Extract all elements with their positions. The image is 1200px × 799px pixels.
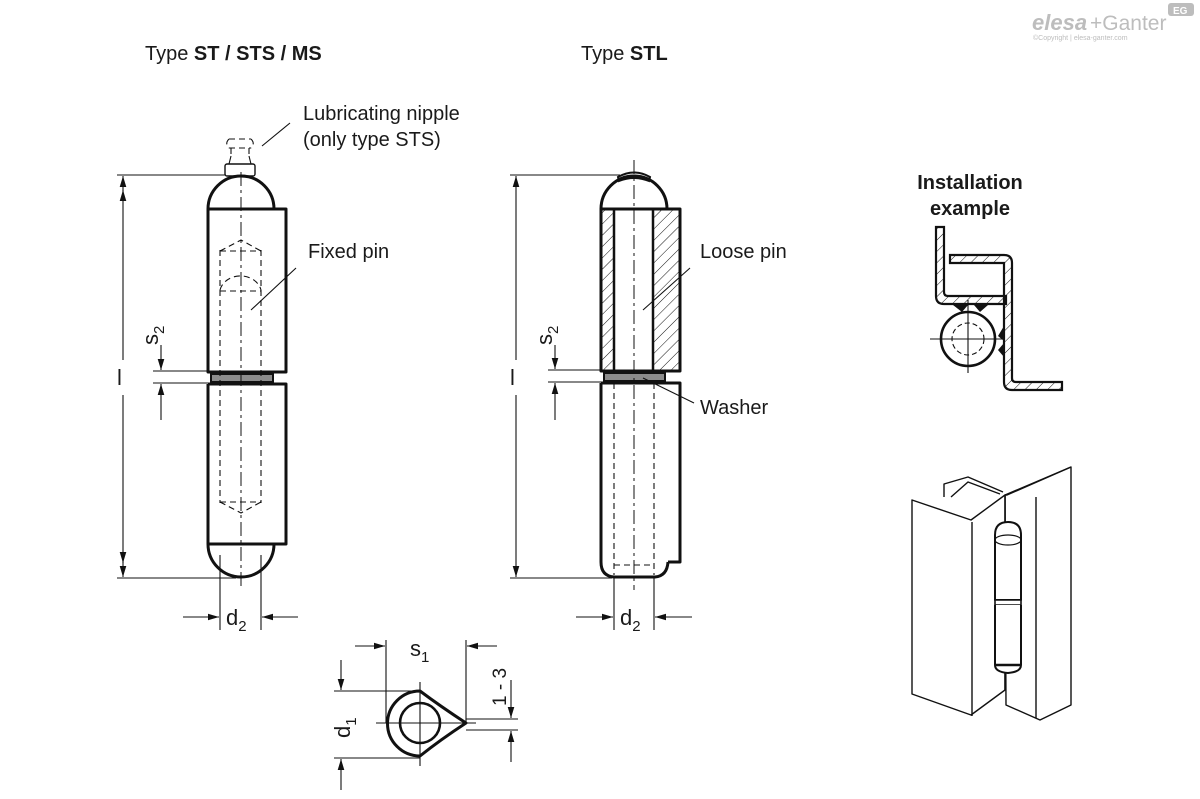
lower-end-stl (599, 383, 670, 579)
dim-d2-label: d2 (226, 605, 247, 635)
lower-knuckle (208, 382, 288, 546)
fixed-pin-callout: Fixed pin (308, 241, 389, 263)
logo-badge-bg (1168, 3, 1194, 16)
washer-leader-line (642, 377, 695, 404)
installation-example: Installation example (917, 172, 1064, 392)
isometric-view (911, 466, 1072, 721)
copyright-text: ©Copyright | elesa-ganter.com (1033, 34, 1128, 42)
brand-logo: elesa +Ganter EG ©Copyright | elesa-gant… (1032, 3, 1194, 42)
dim-d2-label-stl: d2 (620, 605, 641, 635)
installation-title-line2: example (930, 198, 1010, 220)
installation-title-line1: Installation (917, 172, 1023, 194)
dimension-d2-left: d2 (183, 555, 298, 635)
section-outline (386, 689, 468, 758)
lower-knuckle-stl (601, 381, 682, 564)
upper-dome-stl (599, 174, 669, 210)
loose-pin-leader-line (642, 267, 691, 311)
middle-view-title: Type STL (581, 43, 668, 65)
fixed-pin-hidden-lines (219, 172, 262, 590)
dim-l-label: l (117, 365, 122, 390)
fixed-pin-leader-line (250, 267, 297, 311)
dim-l-label-stl: l (510, 365, 515, 390)
right-profile (948, 253, 1064, 392)
left-bracket (911, 494, 1006, 716)
logo-main: elesa (1032, 10, 1087, 35)
hinge-3d (994, 521, 1022, 674)
dimension-l-left: l (117, 174, 236, 579)
middle-view: Type STL Loose pin Washer l (510, 43, 787, 635)
dimension-s2-left: s2 (138, 326, 208, 420)
dimension-l-middle: l (510, 174, 620, 579)
upper-knuckle (206, 207, 288, 374)
dim-d1-label: d1 (330, 717, 360, 738)
washer-callout: Washer (700, 397, 769, 419)
dimension-d2-middle: d2 (576, 578, 692, 635)
nipple-leader-line (261, 122, 291, 147)
dim-s1-label: s1 (410, 636, 429, 666)
lubricating-nipple (224, 138, 256, 177)
washer (210, 373, 274, 383)
dim-s2-label: s2 (138, 326, 168, 345)
left-view-title: Type ST / STS / MS (145, 43, 322, 65)
loose-pin-callout: Loose pin (700, 241, 787, 263)
nipple-callout-line2: (only type STS) (303, 129, 441, 151)
dim-weld-label: 1 - 3 (490, 668, 511, 706)
section-view: s1 d1 1 - 3 (330, 636, 518, 790)
nipple-callout-line1: Lubricating nipple (303, 103, 460, 125)
left-view: Type ST / STS / MS Lubricating nipple (o… (117, 43, 460, 635)
dim-s2-label-stl: s2 (532, 326, 562, 345)
logo-badge: EG (1173, 6, 1188, 17)
left-profile (934, 225, 1008, 306)
logo-plus: +Ganter (1090, 12, 1166, 35)
dimension-s2-middle: s2 (532, 326, 601, 420)
